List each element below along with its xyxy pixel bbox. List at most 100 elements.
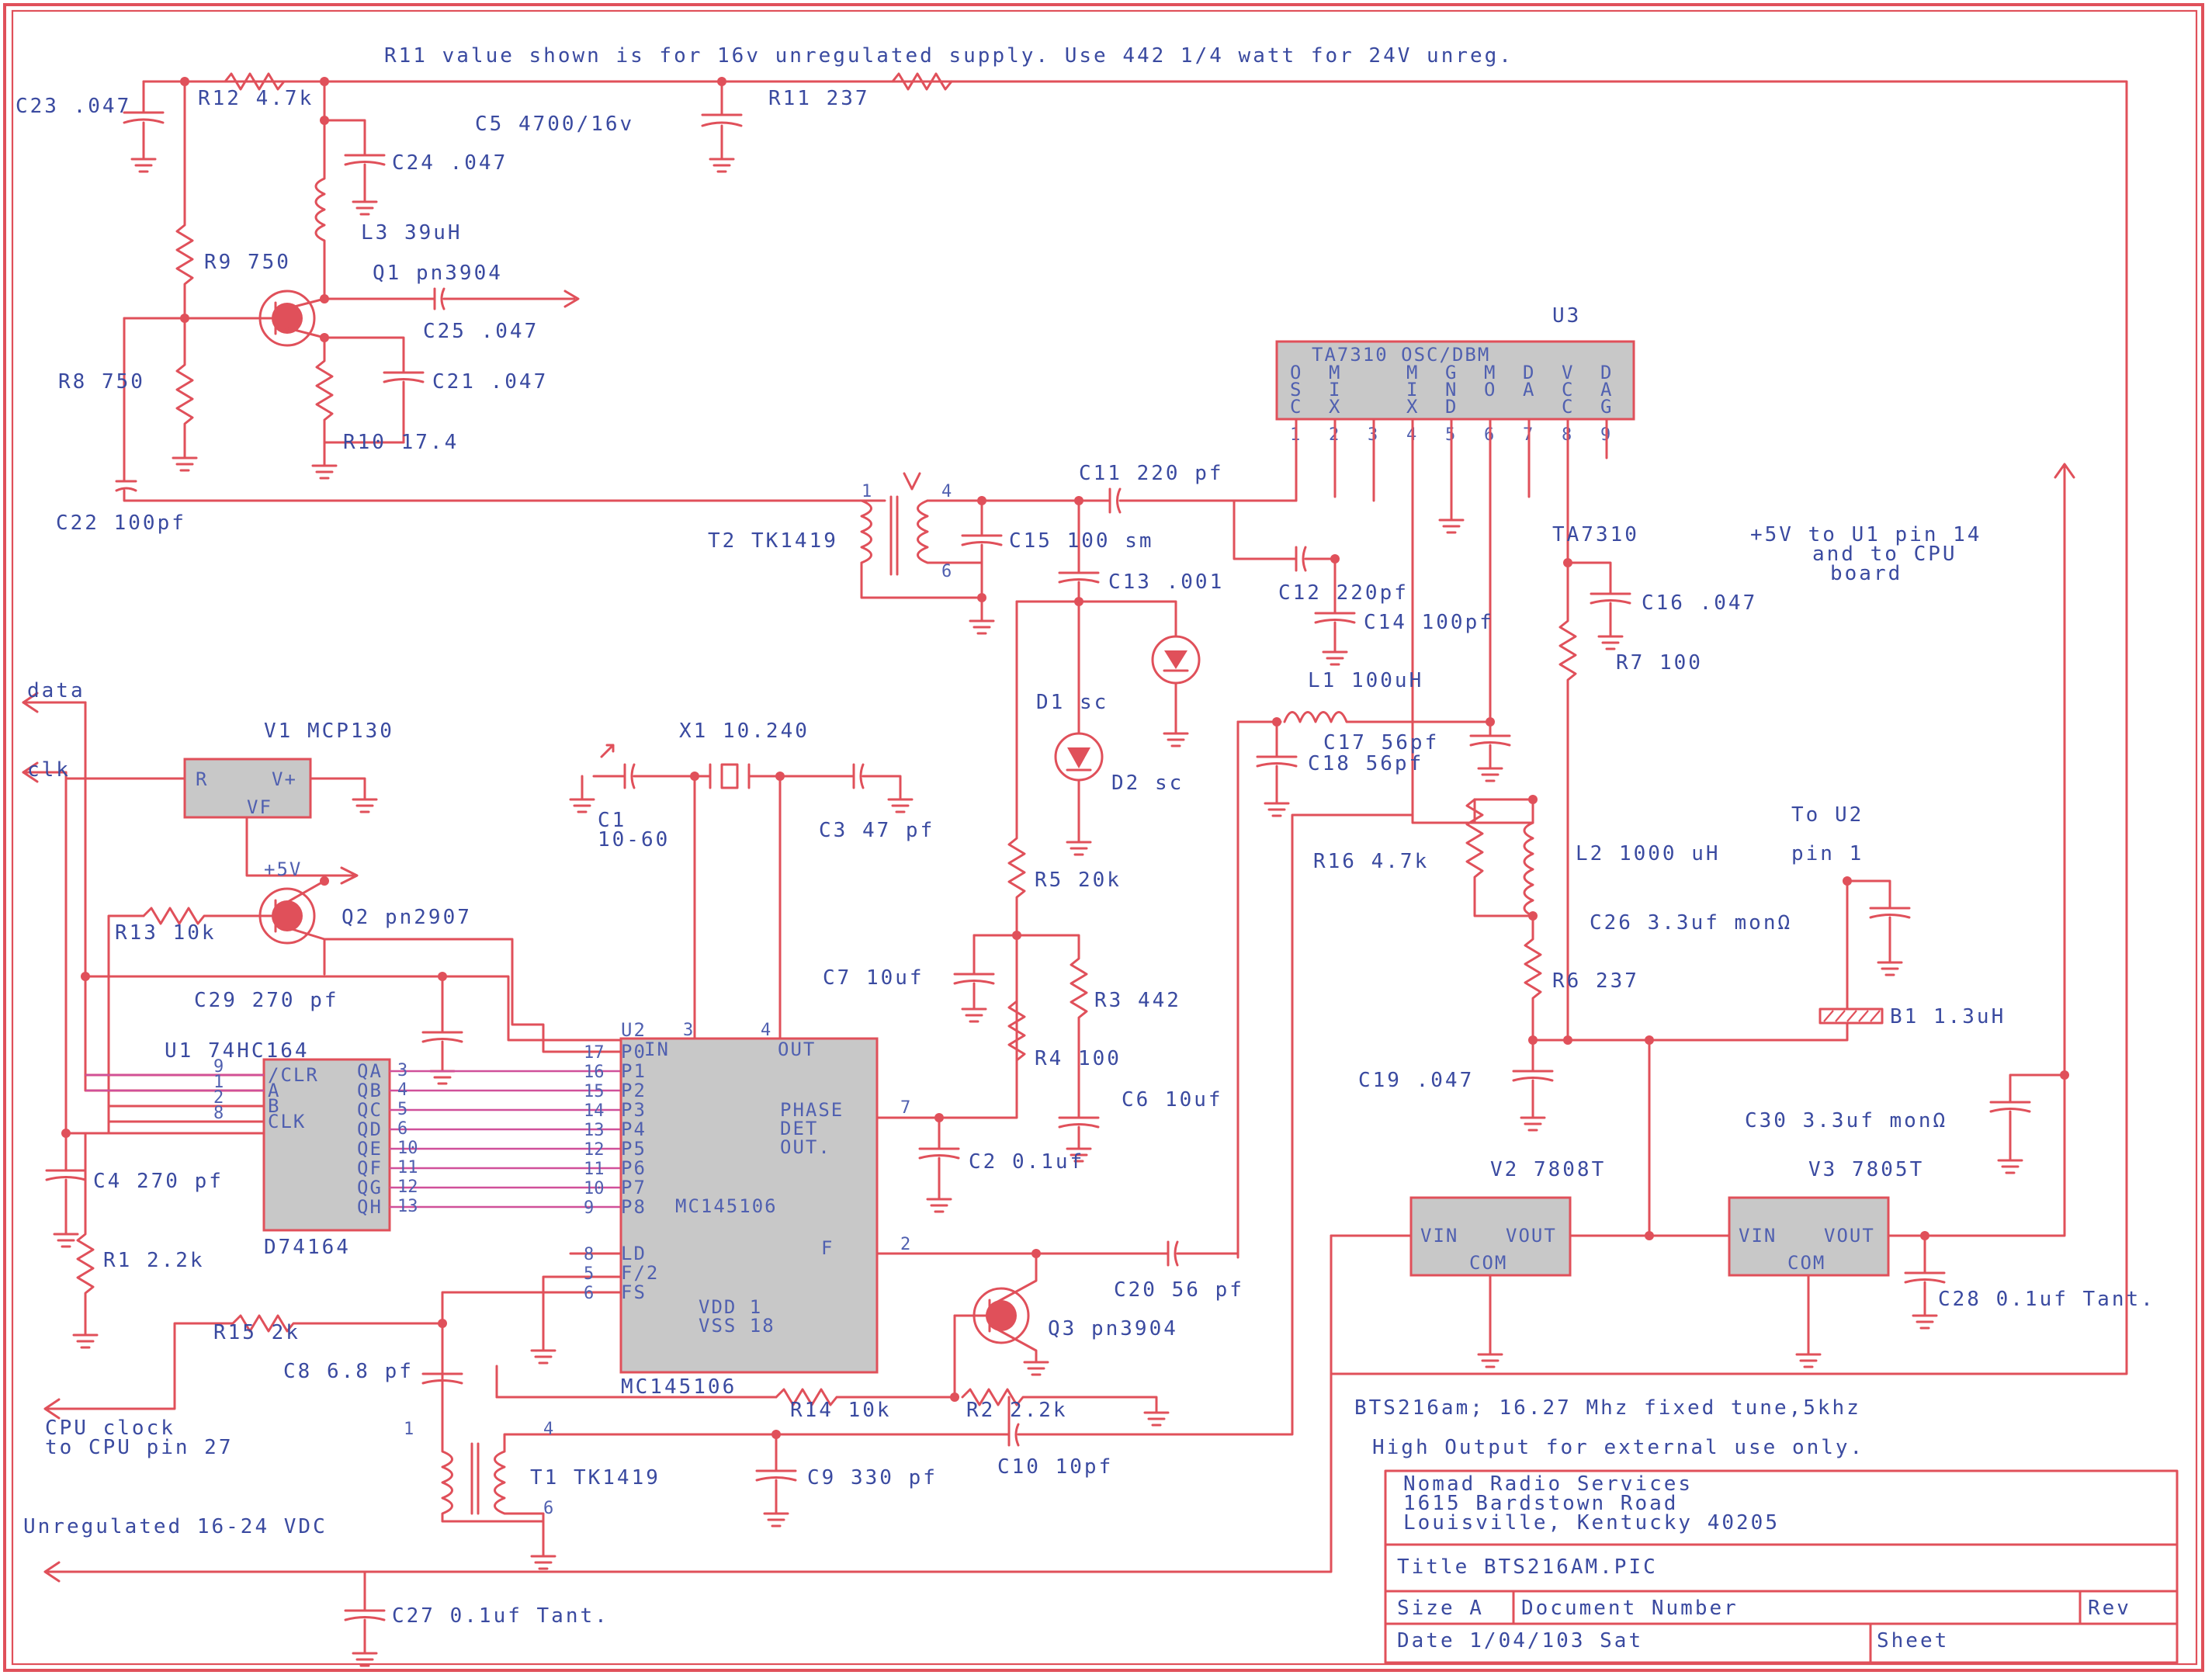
u1-pin-name: QC <box>357 1099 383 1121</box>
label-c2: C2 0.1uf <box>969 1150 1084 1174</box>
label-c1-a: C1 <box>598 809 626 832</box>
u2-pin-name: P3 <box>621 1099 647 1121</box>
crystal-section <box>569 744 914 813</box>
u1-pin-number: 8 <box>213 1104 224 1123</box>
signal-cpu-clock-a: CPU clock <box>45 1417 175 1440</box>
label-c1-b: 10-60 <box>598 828 670 851</box>
doc-date: Date 1/04/103 Sat <box>1397 1629 1643 1652</box>
label-c11: C11 220 pf <box>1079 462 1224 485</box>
u3-pin-letter: V <box>1562 362 1574 383</box>
label-x1: X1 10.240 <box>679 720 810 743</box>
u3-pin-letter: X <box>1406 396 1419 418</box>
label-r13: R13 10k <box>115 921 217 945</box>
signal-cpu-clock-b: to CPU pin 27 <box>45 1436 234 1459</box>
sheet-inner-border <box>11 9 2198 1666</box>
u1-pin-name: QF <box>357 1157 383 1179</box>
label-c6: C6 10uf <box>1122 1088 1223 1111</box>
u2-pin-number: 9 <box>584 1198 594 1218</box>
t2-pin6: 6 <box>941 562 952 581</box>
u2-phase-num: 7 <box>900 1098 910 1118</box>
u2-in-num: 3 <box>683 1021 693 1040</box>
u3-part-text: TA7310 OSC/DBM <box>1312 344 1490 366</box>
label-r11: R11 237 <box>768 87 870 110</box>
t2-pin1: 1 <box>862 482 872 501</box>
label-c18: C18 56pf <box>1308 752 1423 775</box>
signal-plus5-c: board <box>1830 562 1902 585</box>
u1-pin-number: 2 <box>213 1088 224 1108</box>
t2-section <box>860 472 1356 940</box>
label-c15: C15 100 sm <box>1009 529 1154 553</box>
u3-pin-letter: G <box>1600 396 1613 418</box>
labels: R11 value shown is for 16v unregulated s… <box>16 44 2155 1652</box>
u3-pin-letter: C <box>1562 396 1574 418</box>
u1-pin-number: 12 <box>397 1177 418 1197</box>
signal-plus5-b: and to CPU <box>1812 543 1957 566</box>
regulators <box>43 463 2075 1583</box>
u1-pin-number: 6 <box>397 1119 407 1139</box>
label-c29: C29 270 pf <box>194 989 339 1012</box>
v2-vin: VIN <box>1420 1225 1458 1247</box>
label-u3: U3 <box>1552 304 1581 328</box>
label-v2: V2 7808T <box>1490 1158 1606 1181</box>
label-d74164: D74164 <box>264 1236 351 1259</box>
u3-pin-letter: A <box>1523 379 1535 401</box>
u2-out-label: OUT <box>778 1039 816 1060</box>
v3-vin: VIN <box>1739 1225 1777 1247</box>
label-t1: T1 TK1419 <box>530 1466 660 1489</box>
label-r7: R7 100 <box>1616 651 1703 675</box>
label-q1: Q1 pn3904 <box>373 262 503 285</box>
u1-pin-number: 13 <box>397 1197 418 1216</box>
doc-size: Size A <box>1397 1597 1484 1620</box>
label-u1: U1 74HC164 <box>165 1039 310 1063</box>
u3-pin-letter: M <box>1329 362 1341 383</box>
u1-chip <box>45 972 622 1349</box>
u3-pin-letter: S <box>1290 379 1302 401</box>
u2-pin-number: 5 <box>584 1264 594 1284</box>
label-c5: C5 4700/16v <box>475 113 634 136</box>
u1-pin-name: B <box>268 1095 280 1117</box>
company-address1: 1615 Bardstown Road <box>1403 1492 1678 1515</box>
label-c24: C24 .047 <box>392 151 508 175</box>
u1-pin-number: 10 <box>397 1139 418 1158</box>
u3-pin-letter: I <box>1406 379 1419 401</box>
u3-pin-letter: M <box>1484 362 1496 383</box>
label-c22: C22 100pf <box>56 512 186 535</box>
doc-rev-label: Rev <box>2088 1597 2131 1620</box>
u2-vss: VSS 18 <box>699 1315 775 1337</box>
u2-part-inside: MC145106 <box>675 1195 778 1217</box>
u2-pin-name: P4 <box>621 1118 647 1140</box>
u1-pin-name: QH <box>357 1196 383 1218</box>
label-v3: V3 7805T <box>1808 1158 1924 1181</box>
label-c4: C4 270 pf <box>93 1170 224 1193</box>
label-d1: D1 sc <box>1036 691 1108 714</box>
v1-pin-vf: VF <box>247 796 272 818</box>
label-c8: C8 6.8 pf <box>283 1360 414 1383</box>
label-l3: L3 39uH <box>361 221 463 244</box>
label-c16: C16 .047 <box>1642 591 1757 615</box>
u2-vdd: VDD 1 <box>699 1296 762 1318</box>
label-c9: C9 330 pf <box>807 1466 938 1489</box>
supervisor-v1 <box>183 758 312 819</box>
v1-pin-r: R <box>196 768 208 790</box>
u2-pin-name: FS <box>621 1281 647 1303</box>
u2-pin-name: P7 <box>621 1177 647 1198</box>
u1-pin-number: 3 <box>397 1061 407 1080</box>
q3-section <box>666 418 1414 1447</box>
doc-title: Title BTS216AM.PIC <box>1397 1555 1658 1579</box>
u2-pin-name: LD <box>621 1243 647 1264</box>
u3-pin-letter: D <box>1523 362 1535 383</box>
label-r15: R15 2k <box>213 1321 300 1344</box>
sheet-border <box>3 3 2204 1672</box>
u2-f-num: 2 <box>900 1235 910 1254</box>
to-u2-b: pin 1 <box>1791 842 1864 865</box>
company-name: Nomad Radio Services <box>1403 1472 1693 1496</box>
label-plus5v: +5V <box>264 858 302 880</box>
label-r1: R1 2.2k <box>103 1249 205 1272</box>
label-r9: R9 750 <box>204 251 291 274</box>
label-c28: C28 0.1uf Tant. <box>1938 1288 2155 1311</box>
u2-in-label: IN <box>644 1039 670 1060</box>
v3-com: COM <box>1787 1252 1825 1274</box>
u3-pin-letter: D <box>1445 396 1458 418</box>
